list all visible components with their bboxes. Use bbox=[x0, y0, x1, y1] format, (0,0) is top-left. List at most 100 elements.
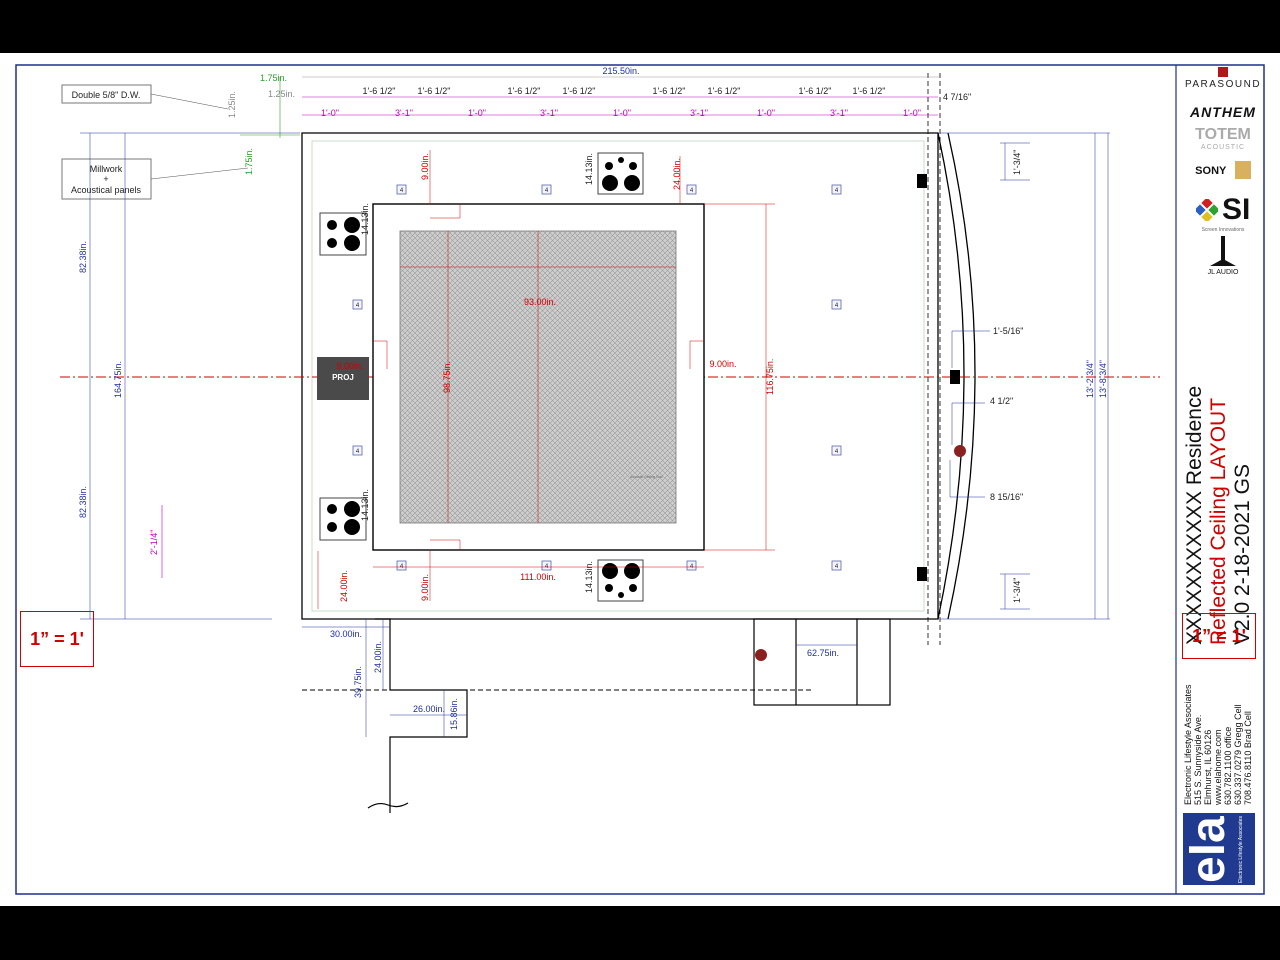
dim-116-75: 116.75in. bbox=[765, 359, 775, 395]
dim-9-bottom: 9.00in. bbox=[420, 574, 430, 601]
sony-logo: SONY bbox=[1180, 161, 1266, 179]
title-block-scale: 1” = 1' bbox=[1182, 613, 1256, 659]
speaker-dim: 14.13in. bbox=[584, 153, 594, 185]
light-fixture: 4 bbox=[396, 184, 407, 195]
svg-text:1'-6 1/2": 1'-6 1/2" bbox=[563, 86, 596, 96]
speaker-dim: 14.13in. bbox=[584, 561, 594, 593]
wall-box bbox=[917, 567, 927, 581]
light-fixtures: 4 4 4 4 4 4 4 4 4 4 4 4 bbox=[352, 184, 842, 571]
light-fixture-label: 4 bbox=[835, 449, 839, 455]
light-fixture-label: 4 bbox=[545, 188, 549, 194]
projector bbox=[317, 357, 369, 400]
dim-9-right: 9.00in. bbox=[709, 359, 736, 369]
totem-logo: TOTEM ACOUSTIC bbox=[1195, 126, 1251, 151]
dim-top-175: 1.75in. bbox=[260, 73, 287, 83]
dim-1-3-4-top: 1'-3/4" bbox=[1012, 150, 1022, 175]
svg-text:1'-6 1/2": 1'-6 1/2" bbox=[508, 86, 541, 96]
millwork-line bbox=[311, 140, 925, 612]
speaker-dim: 14.13in. bbox=[360, 489, 370, 521]
light-fixture: 4 bbox=[352, 299, 363, 310]
svg-text:3'-1": 3'-1" bbox=[830, 108, 848, 118]
dim-24-top: 24.00in. bbox=[672, 158, 682, 190]
svg-text:1'-6 1/2": 1'-6 1/2" bbox=[653, 86, 686, 96]
lower-dim-lines bbox=[302, 619, 857, 737]
right-dim-lines bbox=[940, 132, 1110, 620]
dim-24-left: 24.00in. bbox=[339, 570, 349, 602]
top-dims-row-1: 1'-6 1/2" 1'-6 1/2" 1'-6 1/2" 1'-6 1/2" … bbox=[363, 86, 886, 96]
svg-text:Acoustical panels: Acoustical panels bbox=[71, 185, 142, 195]
svg-text:+: + bbox=[103, 174, 108, 184]
dim-1-5-16: 1'-5/16" bbox=[993, 326, 1023, 336]
dim-side-175: 1.75in. bbox=[244, 148, 254, 175]
ceiling-speaker bbox=[319, 212, 367, 256]
dim-26: 26.00in. bbox=[413, 704, 445, 714]
grid-panel-note: Acoustic Ceiling Grid bbox=[630, 475, 663, 479]
light-fixture-label: 4 bbox=[835, 564, 839, 570]
light-fixture: 4 bbox=[831, 299, 842, 310]
light-fixture: 4 bbox=[831, 560, 842, 571]
dim-93: 93.00in. bbox=[524, 297, 556, 307]
svg-text:3'-1": 3'-1" bbox=[540, 108, 558, 118]
light-fixture-label: 4 bbox=[835, 188, 839, 194]
sheet-border bbox=[15, 64, 1265, 895]
dim-111: 111.00in. bbox=[520, 572, 556, 582]
dim-13-2: 13'-2 3/4" bbox=[1085, 360, 1095, 398]
svg-text:3'-1": 3'-1" bbox=[690, 108, 708, 118]
light-fixture: 4 bbox=[686, 184, 697, 195]
svg-text:1'-0": 1'-0" bbox=[903, 108, 921, 118]
light-fixture-label: 4 bbox=[400, 188, 404, 194]
dim-4-7-16: 4 7/16" bbox=[943, 92, 971, 102]
revision: V2.0 2-18-2021 GS bbox=[1231, 464, 1254, 645]
light-fixture: 4 bbox=[541, 184, 552, 195]
svg-text:1'-0": 1'-0" bbox=[613, 108, 631, 118]
speaker-dim: 14.13in. bbox=[360, 203, 370, 235]
light-fixture: 4 bbox=[831, 445, 842, 456]
ceiling-plan-drawing: Acoustic Ceiling Grid PROJ 14.13in. 14.1… bbox=[15, 64, 1265, 895]
room-outline bbox=[301, 132, 976, 620]
parasound-logo: PARASOUND bbox=[1180, 67, 1266, 90]
dim-8-15-16: 8 15/16" bbox=[990, 492, 1023, 502]
dim-9-left: 9.00in. bbox=[336, 361, 363, 371]
note-millwork: Millwork + Acoustical panels bbox=[61, 158, 249, 200]
wall-box bbox=[950, 370, 960, 384]
left-dim-lines bbox=[80, 132, 300, 620]
light-fixture: 4 bbox=[352, 445, 363, 456]
dim-4-1-2: 4 1/2" bbox=[990, 396, 1013, 406]
svg-text:1'-0": 1'-0" bbox=[321, 108, 339, 118]
svg-text:1'-6 1/2": 1'-6 1/2" bbox=[418, 86, 451, 96]
dim-164-75: 164.75in. bbox=[113, 361, 123, 398]
dim-15-86: 15.86in. bbox=[449, 698, 459, 730]
svg-text:1'-0": 1'-0" bbox=[468, 108, 486, 118]
light-fixture-label: 4 bbox=[835, 303, 839, 309]
dim-30: 30.00in. bbox=[330, 629, 362, 639]
dim-39-75: 39.75in. bbox=[353, 666, 363, 698]
dim-2-1-4: 2'-1/4" bbox=[149, 530, 159, 555]
light-fixture: 4 bbox=[396, 560, 407, 571]
svg-text:1'-0": 1'-0" bbox=[757, 108, 775, 118]
overall-width-dim: 215.50in. bbox=[602, 66, 639, 76]
company-address: Electronic Lifestyle Associates 515 S. S… bbox=[1183, 684, 1253, 805]
light-fixture-label: 4 bbox=[356, 449, 360, 455]
scale-callout: 1” = 1' bbox=[20, 611, 94, 667]
svg-text:Millwork: Millwork bbox=[90, 164, 123, 174]
floor-outlet bbox=[755, 649, 767, 661]
ceiling-speaker bbox=[597, 559, 644, 602]
svg-text:Double 5/8" D.W.: Double 5/8" D.W. bbox=[72, 90, 141, 100]
dim-13-8: 13'-8 3/4" bbox=[1098, 360, 1108, 398]
svg-text:3'-1": 3'-1" bbox=[395, 108, 413, 118]
dim-side-125: 1.25in. bbox=[227, 91, 237, 118]
ceiling-speaker bbox=[319, 497, 367, 541]
top-dimension-lines bbox=[302, 76, 940, 116]
note-drywall: Double 5/8" D.W. bbox=[61, 84, 229, 110]
residence-title: XXXXXXXXXXX Residence Reflected Ceiling … bbox=[1183, 385, 1254, 645]
light-fixture: 4 bbox=[541, 560, 552, 571]
light-fixture: 4 bbox=[686, 560, 697, 571]
dim-24-lower: 24.00in. bbox=[373, 641, 383, 673]
dim-62-75: 62.75in. bbox=[807, 648, 839, 658]
dim-1-3-4-bottom: 1'-3/4" bbox=[1012, 578, 1022, 603]
top-dims-row-2: 1'-0" 3'-1" 1'-0" 3'-1" 1'-0" 3'-1" 1'-0… bbox=[321, 108, 921, 118]
projector-label: PROJ bbox=[332, 373, 354, 382]
dim-82-38-top: 82.38in. bbox=[78, 241, 88, 273]
si-logo: SI Screen Innovations bbox=[1180, 193, 1266, 233]
ceiling-speaker bbox=[597, 152, 644, 195]
